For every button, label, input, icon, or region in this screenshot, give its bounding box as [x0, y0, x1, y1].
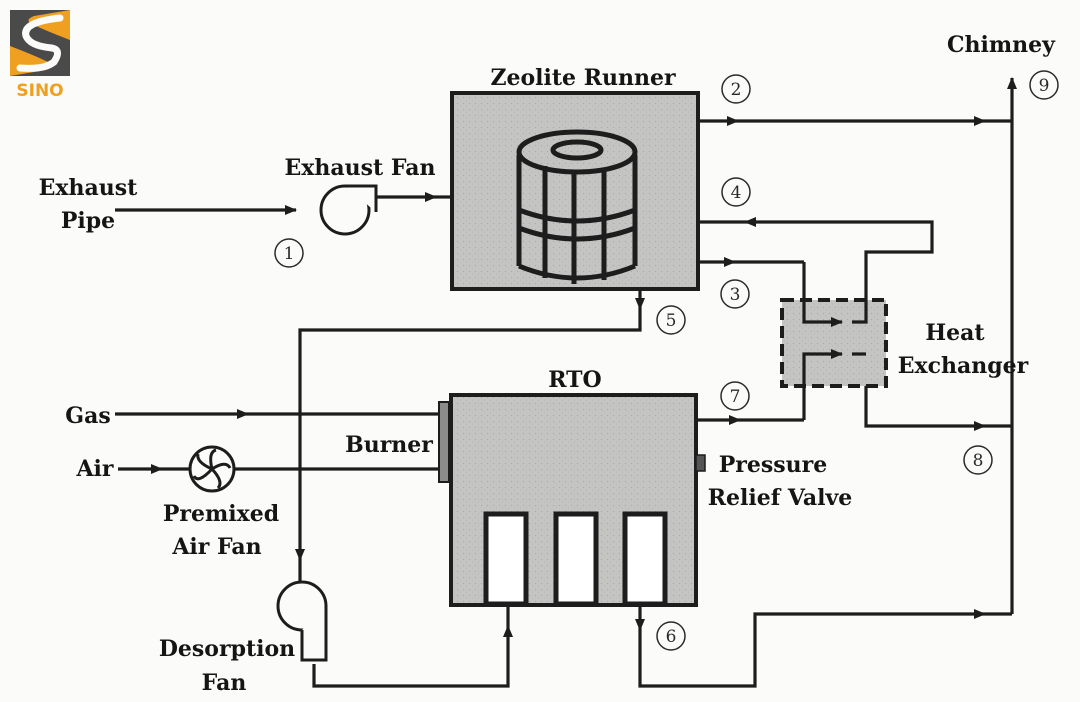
air-label: Air: [75, 456, 113, 482]
regenerator-chamber-1: [483, 511, 529, 607]
desorption-fan-label-line1: Desorption: [159, 636, 295, 662]
svg-text:7: 7: [730, 387, 741, 407]
chimney-label: Chimney: [947, 32, 1056, 58]
svg-text:4: 4: [731, 183, 742, 203]
svg-text:5: 5: [666, 311, 677, 331]
exhaust-pipe-label-line1: Exhaust: [39, 175, 139, 201]
regenerator-chamber-2: [553, 511, 599, 607]
stream-number-8: 8: [963, 445, 993, 475]
rto-label: RTO: [548, 367, 601, 393]
zeolite-runner-label: Zeolite Runner: [490, 65, 676, 91]
zeolite-runner: [450, 91, 700, 291]
svg-text:8: 8: [973, 451, 984, 471]
premixed-air-fan-icon: [188, 445, 236, 493]
svg-text:3: 3: [730, 285, 741, 305]
desorption-to-rto-pipe: [312, 625, 513, 688]
rto-unit: [438, 393, 706, 607]
gas-label: Gas: [65, 403, 110, 429]
premixed-fan-label-line1: Premixed: [163, 501, 279, 527]
stream-number-7: 7: [720, 381, 750, 411]
pressure-relief-valve-icon: [695, 454, 706, 472]
regenerator-chamber-3: [622, 511, 668, 607]
svg-text:1: 1: [284, 244, 295, 264]
sino-logo: SINO: [10, 10, 71, 101]
stream-number-3: 3: [720, 279, 750, 309]
pressure-relief-label-line2: Relief Valve: [708, 485, 853, 511]
stream-4-pipe: [744, 217, 934, 262]
exhaust-fan-label: Exhaust Fan: [284, 155, 435, 181]
premixed-fan-label-line2: Air Fan: [171, 534, 261, 560]
stream-number-5: 5: [656, 305, 686, 335]
svg-text:6: 6: [666, 627, 677, 647]
stream-number-9: 9: [1029, 70, 1059, 100]
desorption-fan-label-line2: Fan: [202, 670, 247, 696]
heat-exchanger-label-line2: Exchanger: [898, 353, 1029, 379]
heat-exchanger: [780, 262, 888, 420]
logo-text: SINO: [16, 81, 63, 101]
burner-label: Burner: [345, 432, 433, 458]
stream-number-1: 1: [274, 238, 304, 268]
exhaust-pipe-label-line2: Pipe: [61, 208, 115, 234]
heat-exchanger-label-line1: Heat: [925, 320, 985, 346]
burner-plate: [438, 401, 450, 483]
stream-number-4: 4: [721, 177, 751, 207]
stream-8-pipe: [864, 386, 986, 431]
runner-drum-icon: [516, 129, 638, 284]
svg-text:2: 2: [731, 80, 742, 100]
pressure-relief-label-line1: Pressure: [719, 452, 828, 478]
desorption-fan-icon: [276, 580, 328, 662]
stream-number-6: 6: [656, 621, 686, 651]
stream-number-2: 2: [721, 74, 751, 104]
pipe-network: [115, 77, 1017, 688]
exhaust-fan-icon: [319, 184, 378, 236]
svg-text:9: 9: [1039, 76, 1050, 96]
